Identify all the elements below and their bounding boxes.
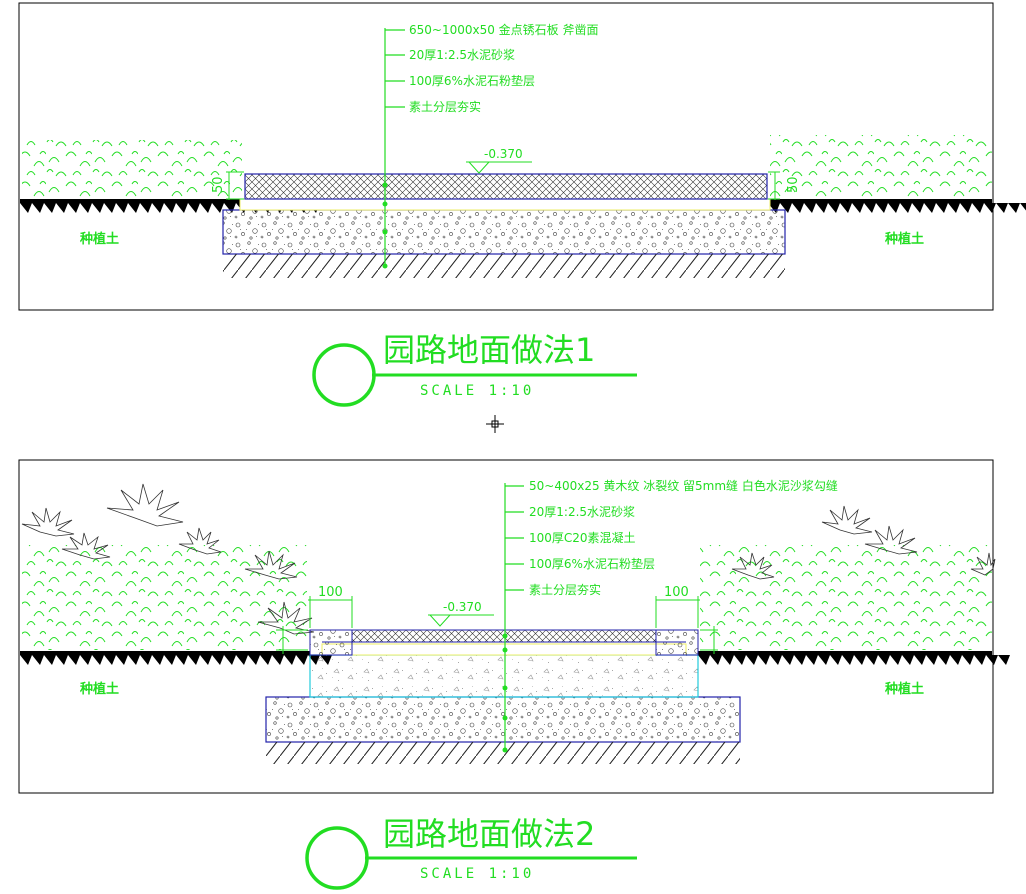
ground-right-2 xyxy=(698,651,1010,665)
shrub-left-1 xyxy=(22,140,242,198)
ground-left-2 xyxy=(20,651,332,665)
note-1-3: 100厚6%水泥石粉垫层 xyxy=(409,73,535,88)
shrub-left-2 xyxy=(22,545,307,650)
elevation-label-2: -0.370 xyxy=(443,600,482,614)
stone-slab-1 xyxy=(244,173,768,200)
dimension-right-label-1: 50 xyxy=(786,176,801,193)
spiky-plants xyxy=(21,483,996,635)
shrub-right-2 xyxy=(700,545,992,650)
soil-label-right-1: 种植土 xyxy=(884,231,924,247)
leader-dot-2e xyxy=(502,747,508,753)
leader-dot-1d xyxy=(382,263,388,269)
section-title-2: 园路地面做法2 xyxy=(383,815,595,853)
title-block-2: 园路地面做法2 SCALE 1:10 xyxy=(305,815,637,890)
leader-dot-2d xyxy=(502,715,508,721)
dimension-right-2 xyxy=(655,596,718,654)
dimension-right-1 xyxy=(768,171,780,200)
note-2-3: 100厚C20素混凝土 xyxy=(529,530,636,545)
leader-ticks-1 xyxy=(385,29,405,108)
concrete-layer-2 xyxy=(309,654,699,698)
dimension-left-2 xyxy=(276,596,353,654)
elevation-marker-2 xyxy=(428,614,494,627)
note-2-5: 素土分层夯实 xyxy=(529,582,601,597)
crosshair-icon xyxy=(486,415,504,433)
leader-ticks-2 xyxy=(505,485,524,591)
soil-label-right-2: 种植土 xyxy=(884,681,924,697)
note-1-1: 650~1000x50 金点锈石板 斧凿面 xyxy=(409,22,599,37)
leader-dot-1b xyxy=(382,201,388,207)
scale-label-1: SCALE 1:10 xyxy=(420,383,534,399)
dimension-left-1 xyxy=(226,171,244,200)
leader-dot-1c xyxy=(382,229,388,235)
leader-dot-2c xyxy=(502,685,508,691)
ground-right-1 xyxy=(768,199,1026,213)
soil-label-left-1: 种植土 xyxy=(79,231,119,247)
note-1-2: 20厚1:2.5水泥砂浆 xyxy=(409,47,515,62)
curb-right-2 xyxy=(655,629,699,656)
gravel-bed-1 xyxy=(222,209,786,255)
dimension-right-label-2: 100 xyxy=(664,585,689,600)
dimension-left-label-1: 50 xyxy=(211,176,226,193)
elevation-label-1: -0.370 xyxy=(484,147,523,161)
note-1-4: 素土分层夯实 xyxy=(409,99,481,114)
elevation-marker-1 xyxy=(466,161,532,174)
shrub-right-1 xyxy=(770,135,992,198)
compacted-soil-1 xyxy=(223,254,785,278)
section-title-1: 园路地面做法1 xyxy=(383,331,595,369)
leader-dot-2b xyxy=(502,647,508,653)
section-2: 50~400x25 黄木纹 冰裂纹 留5mm缝 白色水泥沙浆勾缝 20厚1:2.… xyxy=(18,459,1010,794)
leader-dot-1a xyxy=(382,182,388,188)
mortar-layer-1 xyxy=(239,198,771,211)
title-circle-2 xyxy=(305,826,369,890)
section-1-frame xyxy=(18,2,994,311)
soil-label-left-2: 种植土 xyxy=(79,681,119,697)
section-1: 650~1000x50 金点锈石板 斧凿面 20厚1:2.5水泥砂浆 100厚6… xyxy=(18,2,1026,311)
note-2-2: 20厚1:2.5水泥砂浆 xyxy=(529,504,635,519)
note-2-4: 100厚6%水泥石粉垫层 xyxy=(529,556,655,571)
note-2-1: 50~400x25 黄木纹 冰裂纹 留5mm缝 白色水泥沙浆勾缝 xyxy=(529,478,838,493)
compacted-soil-2 xyxy=(266,742,740,764)
section-2-frame xyxy=(18,459,994,794)
scale-label-2: SCALE 1:10 xyxy=(420,866,534,882)
title-block-1: 园路地面做法1 SCALE 1:10 xyxy=(312,331,637,407)
leader-dot-2a xyxy=(502,633,508,639)
title-circle-1 xyxy=(312,343,376,407)
dimension-left-label-2: 100 xyxy=(318,585,343,600)
